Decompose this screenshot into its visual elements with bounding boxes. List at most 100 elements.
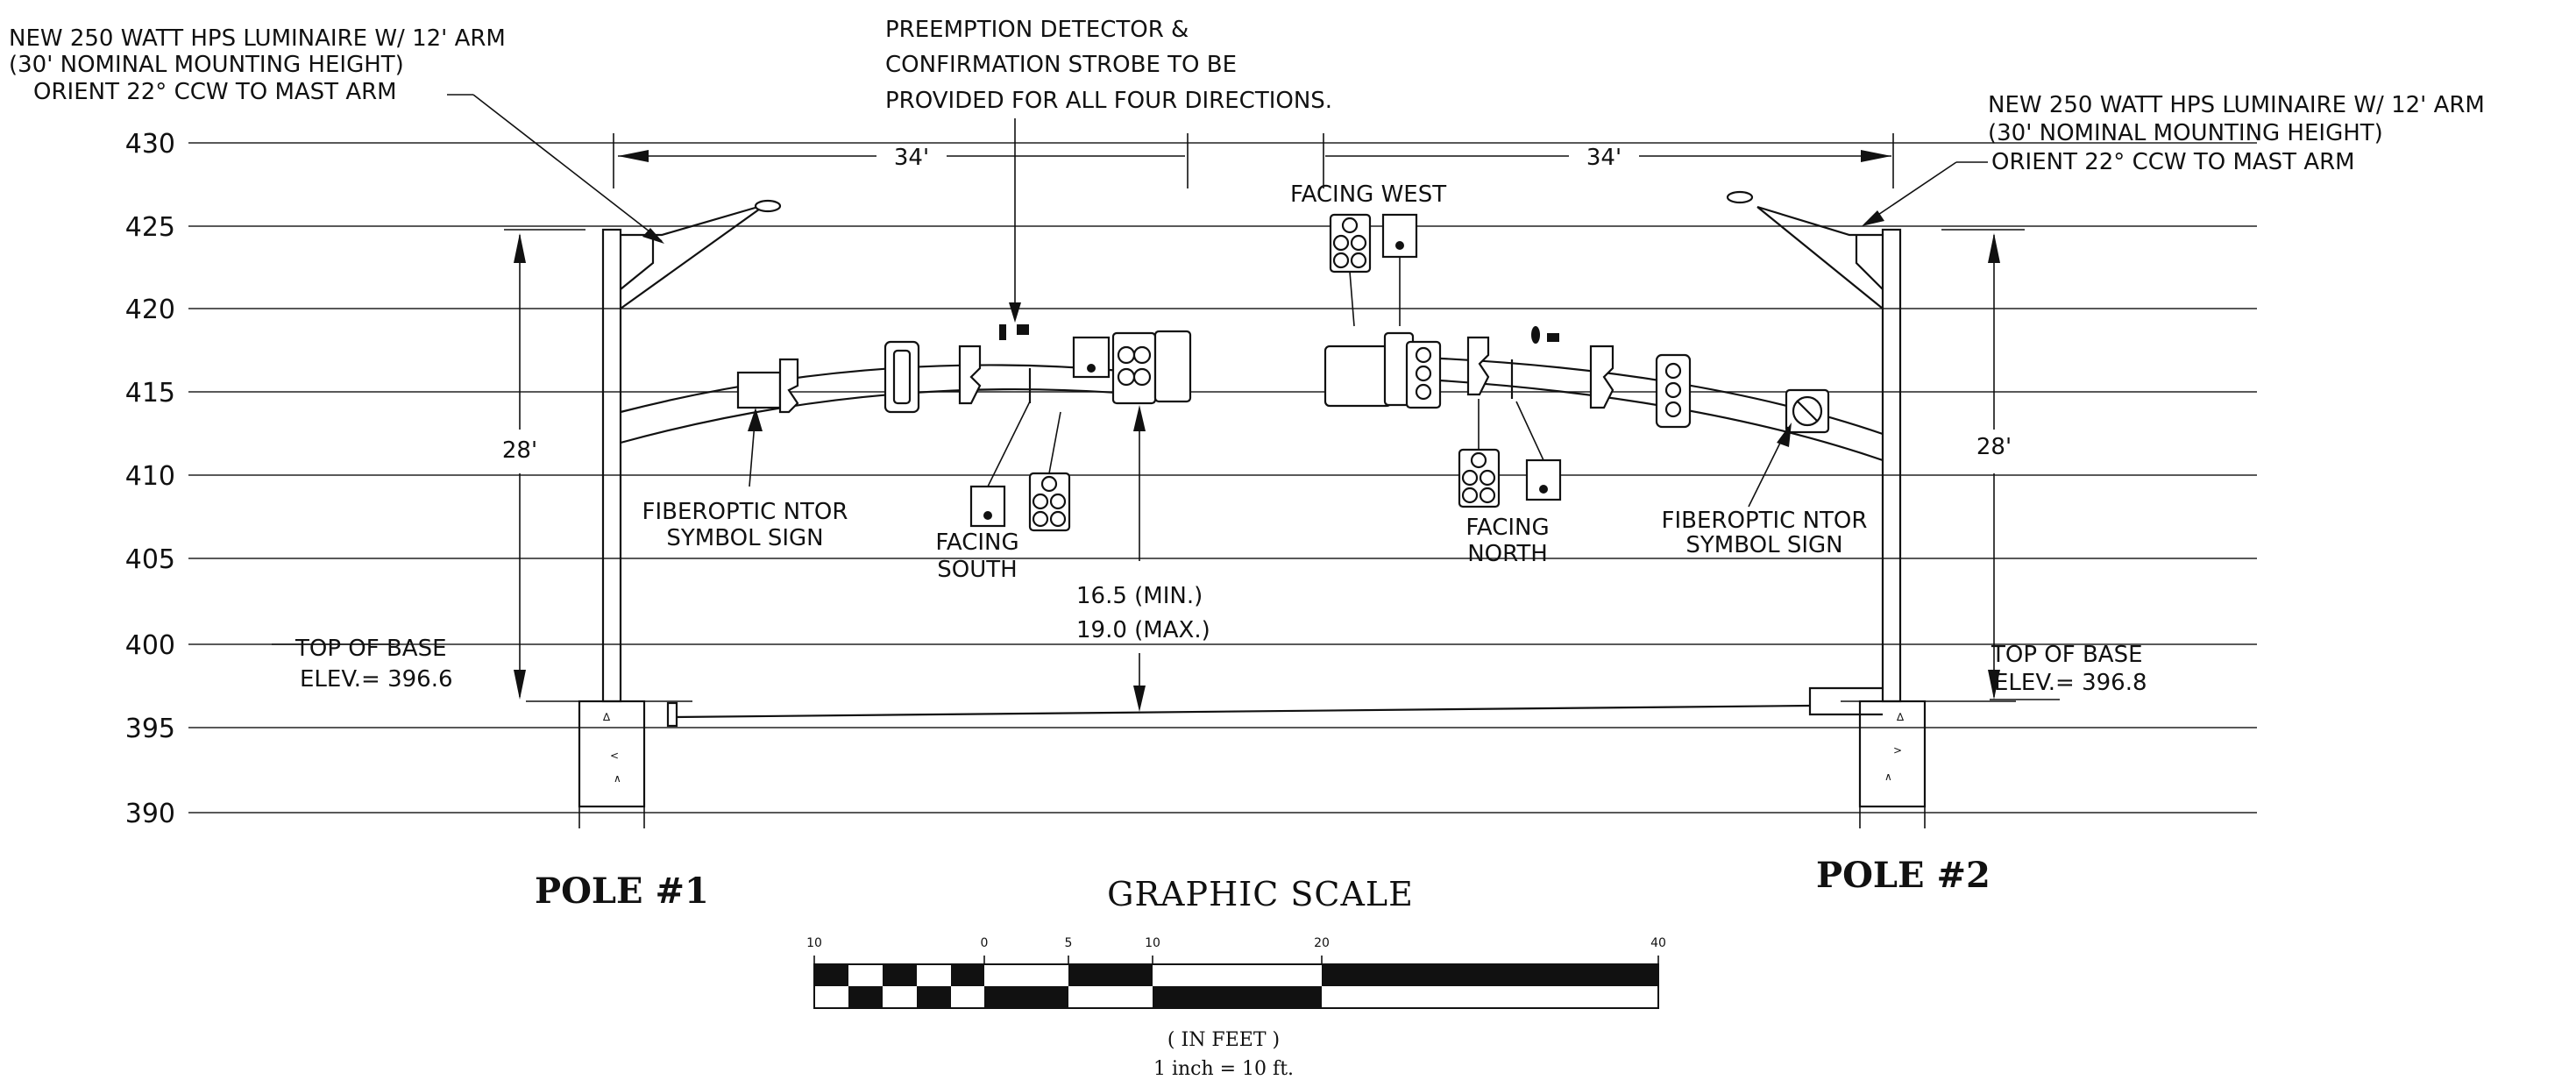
lens — [1350, 252, 1367, 269]
dimensions: 34' 34' 28' 28' — [502, 133, 2060, 712]
leader — [1515, 401, 1544, 461]
foundation-mark: < — [610, 750, 619, 762]
pole-2-shaft — [1881, 228, 1902, 703]
arrow-head — [618, 150, 649, 162]
conduit-stub-left — [666, 701, 678, 728]
elevation-label: 425 — [125, 212, 175, 243]
lane-sign — [1381, 213, 1418, 259]
foundation-mark: ∆ — [1896, 711, 1905, 723]
scale-block — [814, 964, 848, 986]
label-facing-north-line1: FACING — [1465, 515, 1549, 541]
scale-ratio: 1 inch = 10 ft. — [1153, 1058, 1294, 1080]
ntor-slash — [1796, 400, 1819, 423]
graphic-scale: GRAPHIC SCALE 10 0 5 10 20 40 ( IN FEET … — [806, 875, 1666, 1080]
elevation-label: 420 — [125, 295, 175, 325]
notes: NEW 250 WATT HPS LUMINAIRE W/ 12' ARM (3… — [9, 17, 2485, 696]
label-base-right-line2: ELEV.= 396.8 — [1994, 670, 2147, 696]
lens — [1350, 234, 1367, 252]
foundation-mark: ∆ — [602, 711, 611, 723]
leader — [1048, 411, 1061, 474]
luminaire-arm-left-brace — [621, 205, 759, 237]
arrow-head — [514, 670, 526, 700]
note-preemption-line3: PROVIDED FOR ALL FOUR DIRECTIONS. — [885, 88, 1332, 114]
right-arm-equipment — [1323, 326, 1830, 434]
signal-head — [892, 349, 912, 405]
label-base-left-line2: ELEV.= 396.6 — [300, 666, 453, 693]
facing-west-detail — [1329, 213, 1418, 327]
dimension-arm-left: 34' — [894, 145, 929, 171]
note-preemption-line1: PREEMPTION DETECTOR & — [885, 17, 1189, 43]
scale-title: GRAPHIC SCALE — [1107, 875, 1414, 913]
pole-1-structure: ∆ < ∧ — [526, 199, 1140, 828]
lens — [1470, 451, 1487, 469]
conduit-stub-right — [1808, 686, 1883, 716]
scale-block — [917, 986, 951, 1008]
arrow-head — [1988, 233, 2000, 263]
arrow-head — [514, 233, 526, 263]
facing-south-detail — [969, 401, 1071, 532]
note-luminaire-left-line2: (30' NOMINAL MOUNTING HEIGHT) — [9, 52, 404, 78]
label-clearance-max: 19.0 (MAX.) — [1076, 617, 1210, 643]
elevation-grid — [188, 142, 2257, 814]
arrow-head — [642, 228, 664, 244]
lens — [1461, 469, 1479, 487]
lens — [1461, 487, 1479, 504]
label-ntor-right-line2: SYMBOL SIGN — [1685, 532, 1842, 558]
lens — [1479, 487, 1496, 504]
lens — [1664, 362, 1682, 380]
lens — [1415, 346, 1432, 364]
facing-north-detail — [1458, 399, 1562, 508]
scale-block — [848, 986, 883, 1008]
preemption-detector — [1531, 326, 1540, 344]
lens — [1117, 367, 1136, 387]
scale-block — [883, 964, 917, 986]
bracket — [1589, 345, 1614, 409]
scale-block — [951, 964, 984, 986]
foundation-mark: > — [1893, 744, 1902, 757]
lens — [1664, 401, 1682, 418]
label-ntor-left-line1: FIBEROPTIC NTOR — [642, 499, 848, 525]
arrow-head — [1009, 302, 1021, 323]
lens — [1332, 252, 1350, 269]
arrow-head — [1133, 405, 1146, 431]
label-clearance-min: 16.5 (MIN.) — [1076, 583, 1203, 609]
lens — [1049, 510, 1067, 528]
elevation-label: 395 — [125, 714, 175, 744]
scale-tick-label: 10 — [1145, 936, 1160, 950]
lens — [1415, 365, 1432, 382]
preemption-strobe — [1547, 333, 1559, 342]
note-luminaire-left-line1: NEW 250 WATT HPS LUMINAIRE W/ 12' ARM — [9, 25, 506, 52]
conduit-line — [674, 704, 1811, 719]
lens — [1040, 475, 1058, 493]
label-facing-west: FACING WEST — [1290, 181, 1446, 208]
lens — [1049, 493, 1067, 510]
luminaire-head-right — [1726, 190, 1754, 204]
scale-block — [1068, 964, 1153, 986]
scale-block — [984, 986, 1068, 1008]
elevation-labels: 430 425 420 415 410 405 400 395 390 — [125, 129, 175, 829]
lens — [1664, 381, 1682, 399]
mast-arm-left-bottom — [620, 387, 1140, 444]
label-facing-north-line2: NORTH — [1467, 541, 1548, 567]
dimension-arm-right: 34' — [1586, 145, 1622, 171]
label-ntor-right-line1: FIBEROPTIC NTOR — [1662, 508, 1868, 534]
lane-sign-dot — [983, 511, 992, 520]
foundation-mark: ∧ — [1884, 771, 1892, 783]
leader — [987, 401, 1031, 487]
luminaire-arm-right — [1756, 206, 1884, 309]
elevation-label: 430 — [125, 129, 175, 160]
luminaire-head-left — [754, 199, 782, 213]
lens — [1032, 493, 1049, 510]
label-base-left-line1: TOP OF BASE — [295, 636, 447, 662]
left-arm-equipment — [736, 324, 1192, 414]
scale-block — [1322, 964, 1658, 986]
scale-units: ( IN FEET ) — [1167, 1029, 1280, 1051]
lane-sign — [1525, 458, 1562, 501]
elevation-label: 390 — [125, 799, 175, 829]
arrow-head — [1777, 423, 1792, 447]
signal-housing — [1323, 345, 1393, 408]
pole-1-title: POLE #1 — [535, 870, 709, 912]
arrow-head — [748, 408, 763, 431]
scale-tick-label: 5 — [1065, 936, 1073, 950]
